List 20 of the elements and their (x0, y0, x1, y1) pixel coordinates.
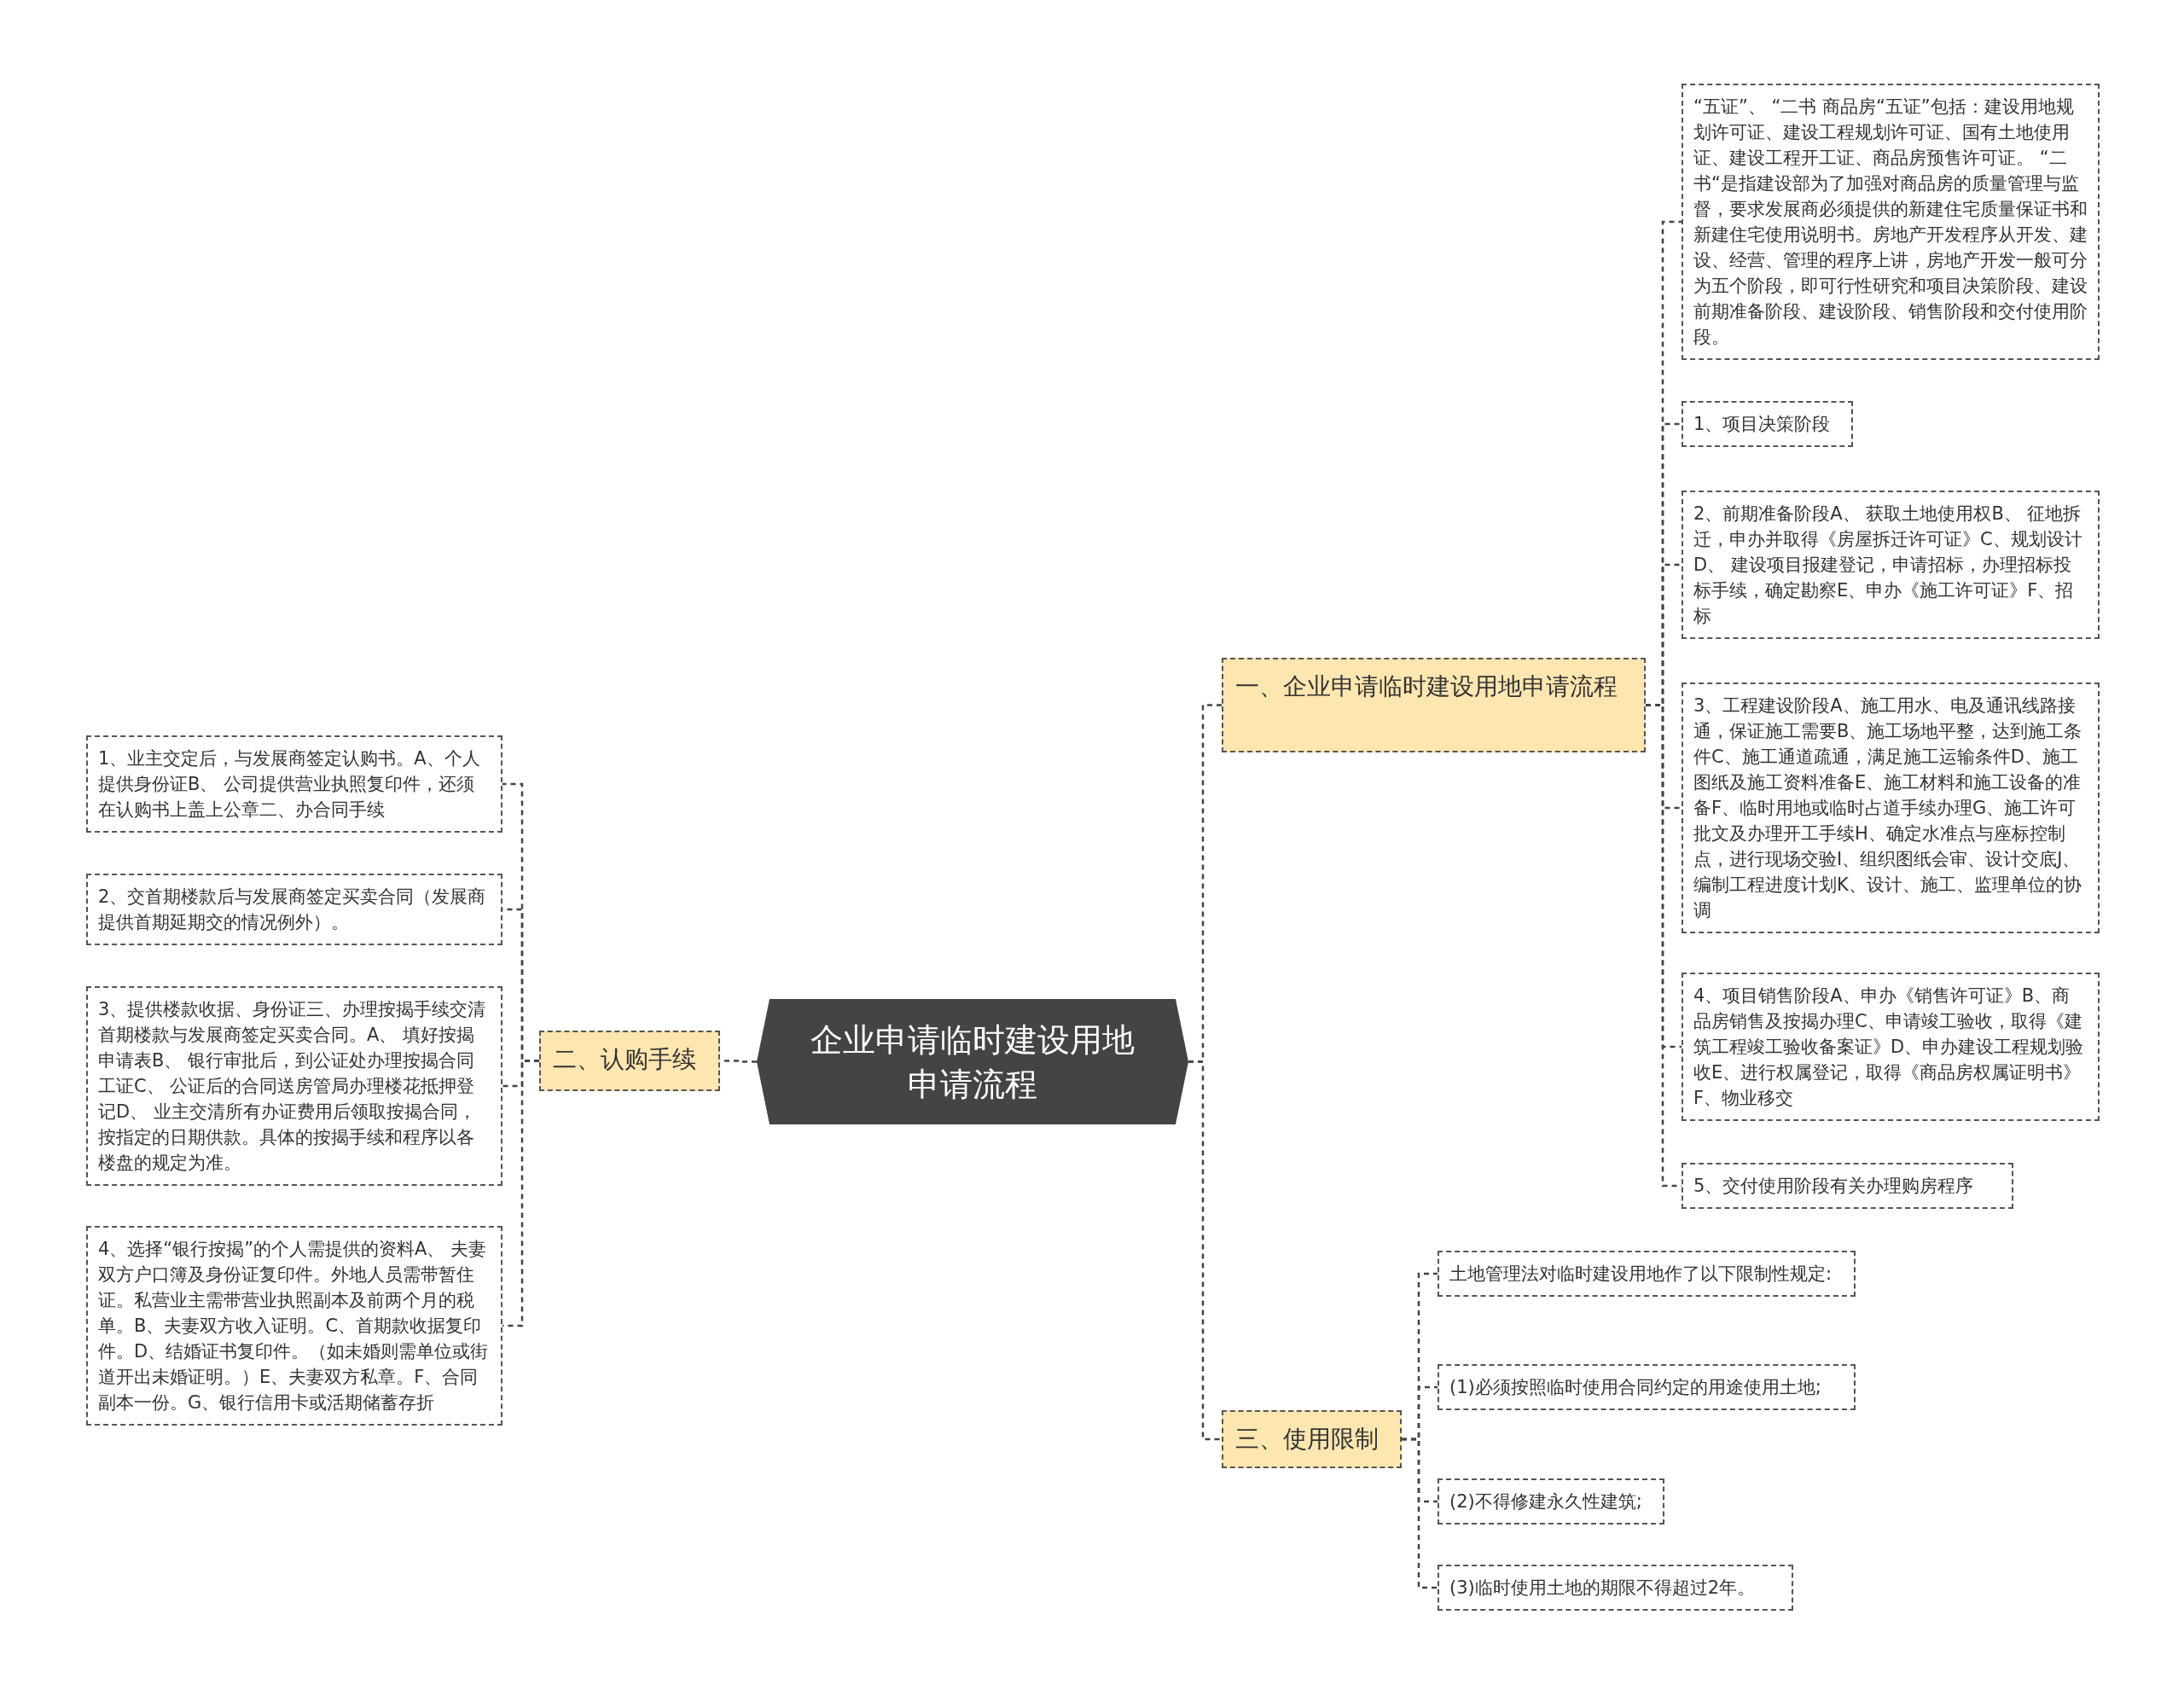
subtopic-box: 4、项目销售阶段A、申办《销售许可证》B、商品房销售及按揭办理C、申请竣工验收，取得《建筑工程竣工验收备案证》D、申办建设工程规划验收E、进行权属登记，取得《商品房权属证明书》F、物业移交 (1682, 973, 2100, 1121)
topic-box: 三、使用限制 (1222, 1410, 1402, 1468)
topic-box: 二、认购手续 (539, 1031, 720, 1091)
subtopic-box: 1、业主交定后，与发展商签定认购书。A、个人提供身份证B、 公司提供营业执照复印件，还须在认购书上盖上公章二、办合同手续 (86, 735, 502, 833)
subtopic-box: (1)必须按照临时使用合同约定的用途使用土地; (1438, 1364, 1856, 1410)
central-topic: 企业申请临时建设用地申请流程 (757, 999, 1188, 1124)
connector-line (1402, 1438, 1438, 1589)
subtopic-box: 5、交付使用阶段有关办理购房程序 (1682, 1163, 2013, 1209)
topic-box: 一、企业申请临时建设用地申请流程 (1222, 658, 1646, 752)
subtopic-box: 2、交首期楼款后与发展商签定买卖合同（发展商提供首期延期交的情况例外）。 (86, 874, 502, 945)
subtopic-box: 3、提供楼款收据、身份证三、办理按揭手续交清首期楼款与发展商签定买卖合同。A、 填好按揭申请表B、 银行审批后，到公证处办理按揭合同工证C、 公证后的合同送房管局办理楼花抵押登记D、 业主交清所有办证费用后领取按揭合同，按指定的日期供款。具体的按揭手续和程序以各楼盘的规定为准。 (86, 986, 502, 1186)
subtopic-box: 1、项目决策阶段 (1682, 401, 1853, 447)
subtopic-box: (2)不得修建永久性建筑; (1438, 1478, 1664, 1525)
subtopic-box: 4、选择“银行按揭”的个人需提供的资料A、 夫妻双方户口簿及身份证复印件。外地人员需带暂住证。私营业主需带营业执照副本及前两个月的税单。B、夫妻双方收入证明。C、首期款收据复印件。D、结婚证书复印件。（如未婚则需单位或街道开出未婚证明。）E、夫妻双方私章。F、合同副本一份。G、银行信用卡或活期储蓄存折 (86, 1226, 502, 1426)
subtopic-box: (3)临时使用土地的期限不得超过2年。 (1438, 1565, 1793, 1611)
subtopic-box: 2、前期准备阶段A、 获取土地使用权B、 征地拆迁，申办并取得《房屋拆迁许可证》C、规划设计D、 建设项目报建登记，申请招标，办理招标投标手续，确定勘察E、申办《施工许可证》F、招标 (1682, 491, 2100, 639)
connector-line (1188, 1060, 1222, 1441)
subtopic-box: 土地管理法对临时建设用地作了以下限制性规定: (1438, 1251, 1856, 1297)
subtopic-box: 3、工程建设阶段A、施工用水、电及通讯线路接通，保证施工需要B、施工场地平整，达到施工条件C、施工通道疏通，满足施工运输条件D、施工图纸及施工资料准备E、施工材料和施工设备的准备F、临时用地或临时占道手续办理G、施工许可批文及办理开工手续H、确定水准点与座标控制点，进行现场交验I、组织图纸会审、设计交底J、编制工程进度计划K、设计、施工、监理单位的协调 (1682, 682, 2100, 933)
subtopic-box: “五证”、 “二书 商品房“五证”包括：建设用地规划许可证、建设工程规划许可证、国有土地使用证、建设工程开工证、商品房预售许可证。 “二书“是指建设部为了加强对商品房的质量管理与监督，要求发展商必须提供的新建住宅质量保证书和新建住宅使用说明书。房地产开发程序从开发、建设、经营、管理的程序上讲，房地产开发一般可分为五个阶段，即可行性研究和项目决策阶段、建设前期准备阶段、建设阶段、销售阶段和交付使用阶段。 (1682, 84, 2100, 360)
